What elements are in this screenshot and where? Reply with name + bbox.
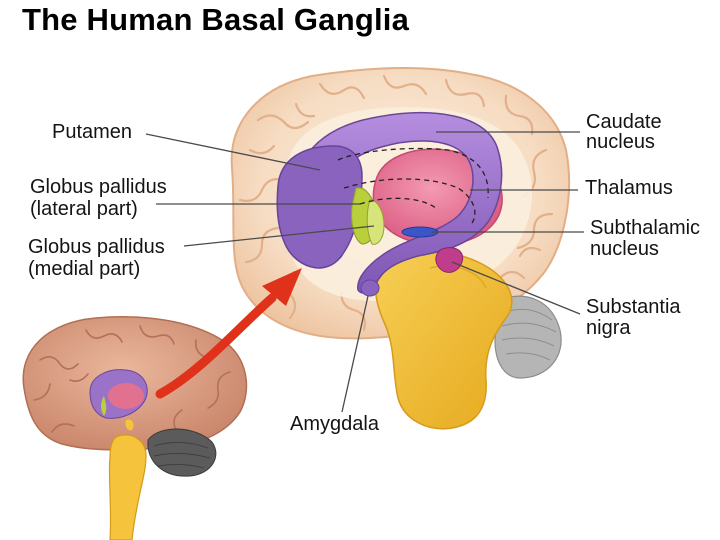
label-globus-pallidus-lateral-2: (lateral part) xyxy=(30,198,138,220)
label-globus-pallidus-medial-1: Globus pallidus xyxy=(28,236,165,258)
label-subthalamic-1: Subthalamic xyxy=(590,217,700,239)
label-putamen: Putamen xyxy=(52,121,132,143)
label-substantia-2: nigra xyxy=(586,317,631,339)
substantia-nigra xyxy=(436,248,463,273)
label-caudate-2: nucleus xyxy=(586,131,655,153)
label-subthalamic-2: nucleus xyxy=(590,238,659,260)
amygdala xyxy=(361,280,379,296)
label-globus-pallidus-medial-2: (medial part) xyxy=(28,258,140,280)
label-substantia-1: Substantia xyxy=(586,296,681,318)
label-thalamus: Thalamus xyxy=(585,177,673,199)
label-amygdala: Amygdala xyxy=(290,413,380,435)
label-globus-pallidus-lateral-1: Globus pallidus xyxy=(30,176,167,198)
label-caudate-1: Caudate xyxy=(586,111,662,133)
